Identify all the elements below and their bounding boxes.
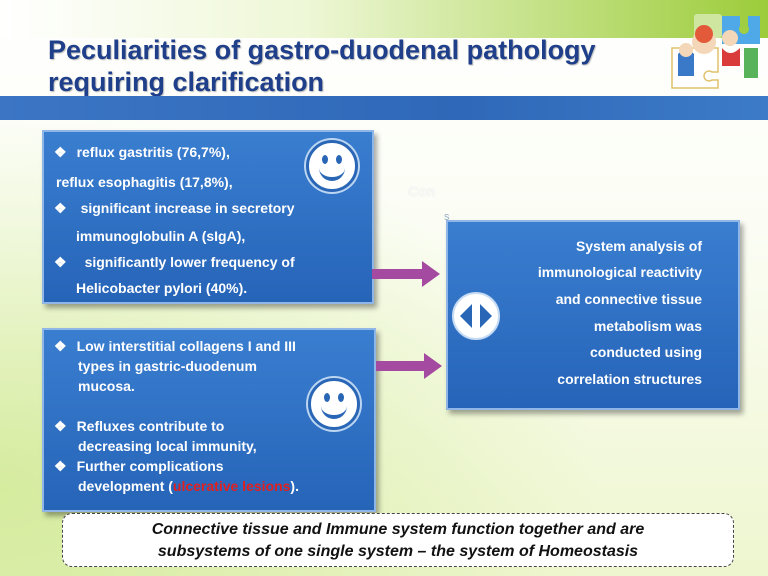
diamond-bullet-icon: ❖ — [54, 338, 67, 354]
text-line: immunological reactivity — [537, 264, 702, 280]
title-underline-bar — [0, 96, 768, 120]
title-line-2: requiring clarification — [48, 67, 325, 97]
conclusion-box: Connective tissue and Immune system func… — [62, 513, 734, 567]
highlighted-term: ulcerative lesions — [172, 478, 291, 494]
slide-title: Peculiarities of gastro-duodenal patholo… — [48, 34, 668, 98]
bullet-line: ❖significantly lower frequency of — [54, 254, 295, 270]
smiley-face-icon — [308, 378, 360, 430]
arrow-right-icon — [372, 261, 440, 287]
diamond-bullet-icon: ❖ — [54, 458, 67, 474]
title-line-1: Peculiarities of gastro-duodenal patholo… — [48, 35, 596, 65]
text-line: System analysis of — [575, 238, 702, 254]
conclusion-line-2: subsystems of one single system – the sy… — [157, 543, 639, 560]
text-line: metabolism was — [593, 318, 702, 334]
text-line: decreasing local immunity, — [78, 438, 257, 454]
diamond-bullet-icon: ❖ — [54, 418, 67, 434]
circle-arrows-icon — [452, 292, 500, 340]
findings-box-2: ❖Low interstitial collagens I and III ty… — [42, 328, 376, 512]
puzzle-pieces-icon — [671, 14, 760, 89]
text-line: mucosa. — [78, 378, 135, 394]
arrow-right-icon — [376, 353, 442, 379]
conclusion-line-1: Connective tissue and Immune system func… — [151, 521, 645, 538]
bullet-line: ❖significant increase in secretory — [54, 200, 295, 216]
text-line: immunoglobulin A (sIgA), — [76, 228, 246, 244]
diamond-bullet-icon: ❖ — [54, 254, 67, 270]
bullet-line: ❖Refluxes contribute to — [54, 418, 225, 434]
faded-text: Con — [408, 183, 436, 199]
top-gradient-band — [0, 0, 768, 38]
text-line: conducted using — [590, 344, 702, 360]
bullet-line: ❖Further complications — [54, 458, 224, 474]
text-line: types in gastric-duodenum — [78, 358, 257, 374]
smiley-face-icon — [306, 140, 358, 192]
bullet-line: ❖Low interstitial collagens I and III — [54, 338, 296, 354]
text-line: Helicobacter pylori (40%). — [76, 280, 248, 296]
text-line: correlation structures — [557, 371, 702, 387]
text-line: and connective tissue — [555, 291, 702, 307]
diamond-bullet-icon: ❖ — [54, 200, 67, 216]
text-line: development (ulcerative lesions). — [78, 478, 299, 494]
text-line: reflux esophagitis (17,8%), — [56, 174, 233, 190]
diamond-bullet-icon: ❖ — [54, 144, 67, 160]
bullet-line: ❖reflux gastritis (76,7%), — [54, 144, 230, 160]
faded-text-fragment: s — [444, 211, 450, 223]
